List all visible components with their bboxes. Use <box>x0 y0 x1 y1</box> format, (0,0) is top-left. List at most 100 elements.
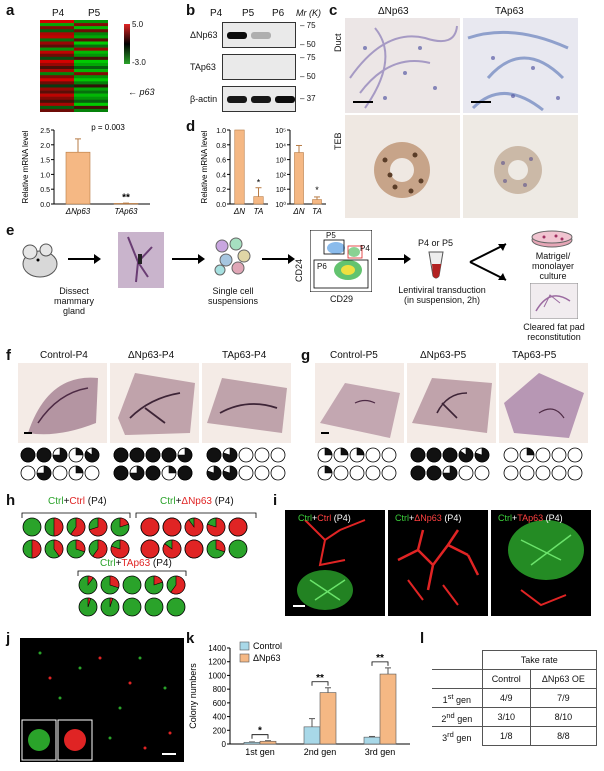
arrow-4-head <box>404 254 411 264</box>
i-label-3: Ctrl+TAp63 (P4) <box>498 513 563 523</box>
heatmap-scale-max: 5.0 <box>132 20 144 29</box>
panel-label-g: g <box>301 347 311 364</box>
heatmap-cell <box>40 59 74 64</box>
x-tick-label: ΔN <box>292 207 304 216</box>
y-tick-label: 200 <box>213 726 227 735</box>
f-title-3: TAp63-P4 <box>222 350 267 361</box>
heatmap-cell <box>40 32 74 36</box>
panel-label-a: a <box>6 2 15 19</box>
wb-col-p4: P4 <box>210 8 223 19</box>
gen-tail: gen <box>454 713 473 724</box>
i-label-1: Ctrl+Ctrl (P4) <box>298 513 351 523</box>
h-g1-red: Ctrl <box>69 496 85 507</box>
table-cell: 3/10 <box>481 707 531 727</box>
outgrowth-pie-slice <box>458 447 474 463</box>
heatmap-cell <box>40 38 74 42</box>
heatmap-cell <box>40 90 74 94</box>
heatmap-cell <box>40 108 74 112</box>
outgrowth-pie <box>458 465 474 481</box>
heatmap-cell <box>40 50 74 55</box>
heatmap-cell <box>40 29 74 33</box>
wb-mr-label: Mr (K) <box>296 8 321 18</box>
y-tick-label: 0.2 <box>216 187 226 194</box>
x-tick-label: TAp63 <box>115 207 139 216</box>
heatmap-cell <box>74 23 108 27</box>
heatmap-cell <box>74 66 108 70</box>
y-tick-label: 10³ <box>276 158 287 165</box>
chimera-pie <box>122 597 142 617</box>
heatmap-cell <box>74 26 108 30</box>
i-l2-tail: (P4) <box>444 513 462 523</box>
significance: ** <box>376 653 384 664</box>
outgrowth-pie <box>20 465 36 481</box>
outgrowth-pie-slice <box>52 447 68 463</box>
table-col-control: Control <box>481 669 531 689</box>
heatmap-cell <box>74 59 108 64</box>
h-g1-plus: + <box>63 496 70 507</box>
heatmap-cell <box>74 105 108 110</box>
significance: * <box>315 185 319 195</box>
bar <box>253 196 264 205</box>
y-tick-label: 0.6 <box>216 158 226 165</box>
bar <box>259 740 277 745</box>
y-tick-label: 2.0 <box>40 143 50 150</box>
heatmap-cell <box>74 44 108 48</box>
h-g2-tail: (P4) <box>214 496 234 507</box>
outgrowth-pie-slice <box>75 465 84 474</box>
outgrowth-pie-slice <box>442 447 458 463</box>
h-g3-tail: (P4) <box>152 558 172 569</box>
outgrowth-pie <box>503 465 519 481</box>
i-image-ctrl-ctrl <box>285 510 385 616</box>
panel-label-e: e <box>6 222 15 239</box>
histo-col-dnp63: ΔNp63 <box>378 6 409 17</box>
legend-label: ΔNp63 <box>253 653 281 663</box>
arrow-1-head <box>94 254 101 264</box>
heatmap-p63-text: p63 <box>139 87 155 97</box>
heatmap-cell <box>74 38 108 42</box>
outgrowth-pie <box>535 447 551 463</box>
outgrowth-pie-slice <box>442 465 458 481</box>
heatmap-cell <box>74 53 108 58</box>
heatmap-cell <box>74 84 108 88</box>
expression-heatmap <box>40 20 108 112</box>
heatmap-cell <box>40 99 74 104</box>
dish-icon <box>531 230 573 248</box>
outgrowth-pie <box>238 465 254 481</box>
histo-row-teb: TEB <box>333 132 343 150</box>
heatmap-cell <box>74 96 108 101</box>
heatmap-cell <box>40 23 74 27</box>
wb-band <box>227 32 247 39</box>
h-g1-green: Ctrl <box>48 496 64 507</box>
significance: * <box>257 178 261 188</box>
outgrowth-pie-slice <box>410 447 426 463</box>
wb-marker: – 50 <box>300 40 316 49</box>
heatmap-cell <box>40 102 74 107</box>
heatmap-cell <box>40 93 74 97</box>
outgrowth-pie-slice <box>20 447 36 463</box>
f-wholemount-dnp63 <box>110 363 199 443</box>
outgrowth-pie <box>503 447 519 463</box>
heatmap-cell <box>74 72 108 76</box>
table-col-oe: ΔNp63 OE <box>529 669 598 689</box>
heatmap-cell <box>74 29 108 33</box>
outgrowth-pie-slice <box>426 447 442 463</box>
heatmap-cell <box>74 69 108 73</box>
wb-marker: – 75 <box>300 53 316 62</box>
gen-num: 3 <box>442 732 448 743</box>
h-group3-label: Ctrl+TAp63 (P4) <box>100 558 172 569</box>
heatmap-cell <box>74 108 108 112</box>
outgrowth-pie <box>349 465 365 481</box>
step-lentiviral: Lentiviral transduction (in suspension, … <box>398 285 486 305</box>
heatmap-cell <box>74 56 108 61</box>
chimera-pie-slice <box>109 575 120 589</box>
gen-sup: st <box>447 691 454 701</box>
wb-row-label: TAp63 <box>190 62 216 72</box>
outgrowth-pie-slice <box>129 447 145 463</box>
y-tick-label: 2.5 <box>40 128 50 135</box>
wb-band <box>251 32 271 39</box>
heatmap-cell <box>74 75 108 79</box>
outgrowth-pie-slice <box>526 447 535 456</box>
out-matrigel: Matrigel/ monolayer culture <box>531 251 575 281</box>
